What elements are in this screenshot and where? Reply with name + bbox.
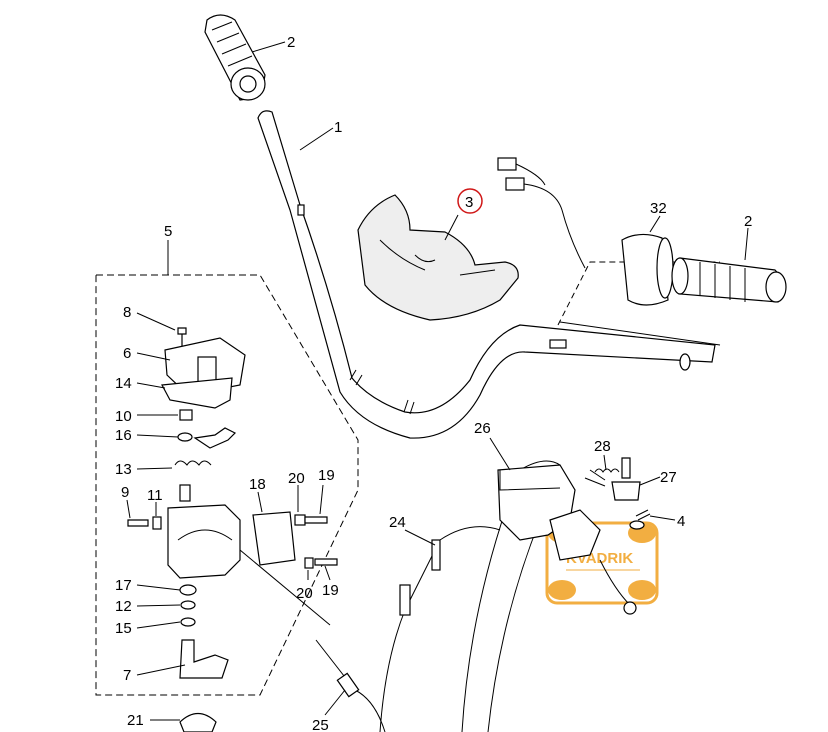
handlebar	[257, 110, 716, 439]
label-part-20-top: 20	[288, 470, 305, 487]
label-part-27: 27	[660, 469, 677, 486]
label-part-7: 7	[123, 667, 131, 684]
brake-master-cylinder	[497, 457, 651, 615]
label-part-18: 18	[249, 476, 266, 493]
grip-top	[204, 14, 266, 101]
label-part-28: 28	[594, 438, 611, 455]
label-part-25: 25	[312, 717, 329, 732]
handlebar-cover	[357, 194, 519, 321]
switch-group-outline	[95, 274, 359, 696]
label-part-12: 12	[115, 598, 132, 615]
label-part-26: 26	[474, 420, 491, 437]
label-part-5: 5	[164, 223, 172, 240]
label-part-6: 6	[123, 345, 131, 362]
label-part-14: 14	[115, 375, 132, 392]
label-part-10: 10	[115, 408, 132, 425]
label-part-2-right: 2	[744, 213, 752, 230]
label-part-11: 11	[147, 487, 163, 504]
label-part-2-top: 2	[287, 34, 295, 51]
label-part-24: 24	[389, 514, 406, 531]
label-part-21: 21	[127, 712, 144, 729]
label-part-3: 3	[465, 194, 473, 211]
label-part-8: 8	[123, 304, 131, 321]
label-part-20-bottom: 20	[296, 585, 313, 602]
label-part-13: 13	[115, 461, 132, 478]
label-part-19-bottom: 19	[322, 582, 339, 599]
left-switch-components	[127, 327, 338, 732]
label-part-16: 16	[115, 427, 132, 444]
label-part-1: 1	[334, 119, 342, 136]
label-part-19-top: 19	[318, 467, 335, 484]
label-part-17: 17	[115, 577, 132, 594]
part-labels: 2 1 3 32 2 5 8 6 14 10 16 13 9 11 18 20 …	[115, 34, 752, 732]
label-part-15: 15	[115, 620, 132, 637]
label-part-9: 9	[121, 484, 129, 501]
right-switch-assembly	[497, 157, 787, 346]
cables	[315, 460, 561, 732]
label-part-4: 4	[677, 513, 685, 530]
label-part-32: 32	[650, 200, 667, 217]
leader-lines	[126, 41, 749, 721]
highlight-circle	[457, 188, 483, 214]
